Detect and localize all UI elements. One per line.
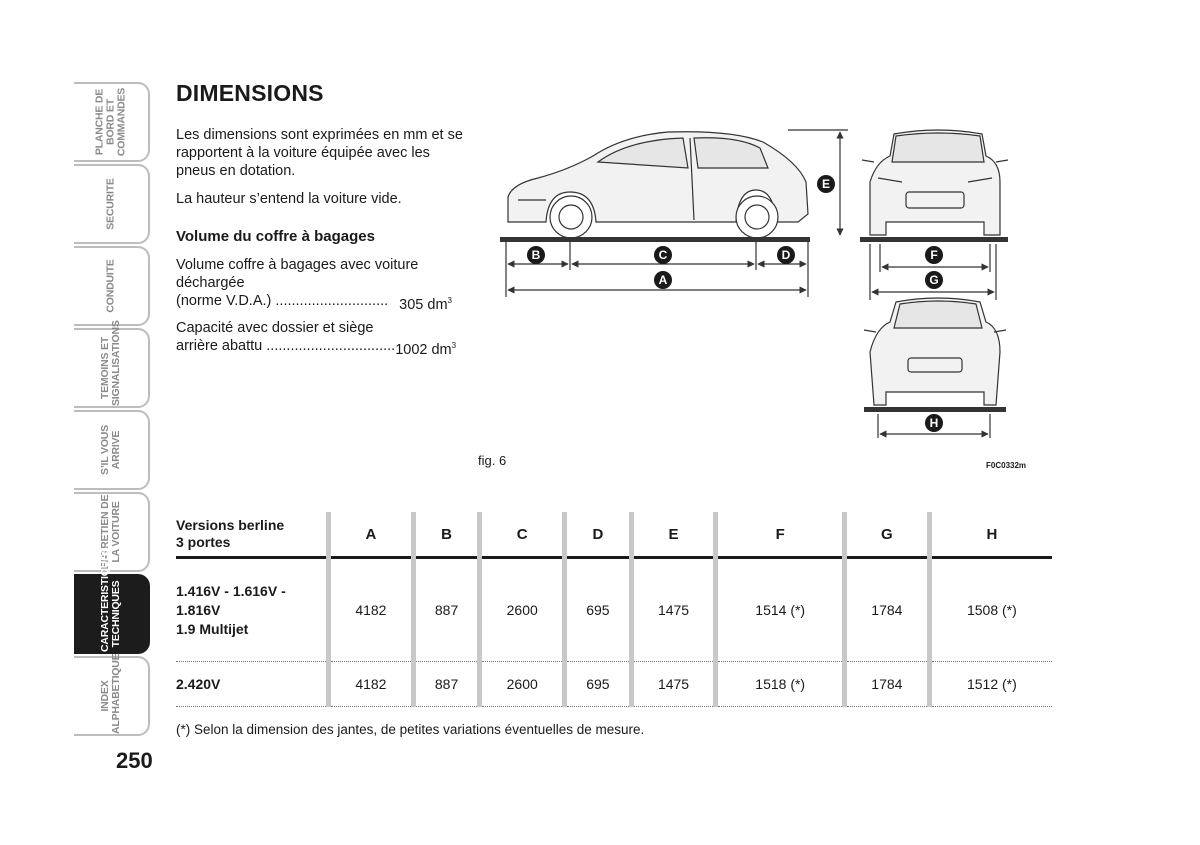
svg-text:F: F: [930, 248, 937, 262]
table-header-row: Versions berline 3 portes A B C D E F G …: [176, 512, 1052, 559]
svg-text:H: H: [930, 416, 939, 430]
dimensions-figure: B C D A E F G H: [498, 122, 1038, 478]
luggage-vda-value: 305 dm: [399, 296, 448, 313]
tab-label: TEMOINS ET SIGNALISATIONS: [99, 320, 122, 406]
luggage-vda-label: (norme V.D.A.) .........................…: [176, 293, 389, 309]
marker-D: D: [777, 246, 795, 264]
table-cell: 2600: [477, 557, 565, 662]
table-cell: 1475: [628, 661, 716, 707]
tab-label: INDEX ALPHABETIQUE: [99, 653, 122, 734]
luggage-folded-label: arrière abattu .........................…: [176, 338, 396, 354]
luggage-vda-value-wrap: 305 dm3: [399, 292, 452, 314]
table-cell: 695: [562, 661, 632, 707]
header-col-C: C: [477, 512, 565, 559]
marker-H: H: [925, 414, 943, 432]
tab-temoins[interactable]: TEMOINS ET SIGNALISATIONS: [74, 320, 150, 408]
tab-planche-de-bord[interactable]: PLANCHE DE BORD ET COMMANDES: [74, 82, 150, 162]
page-title: DIMENSIONS: [176, 80, 324, 106]
row-version-label: 2.420V: [176, 675, 221, 692]
luggage-line: déchargée: [176, 275, 245, 291]
tab-index[interactable]: INDEX ALPHABETIQUE: [74, 653, 150, 736]
car-side-view-icon: [507, 129, 848, 239]
table-cell: 695: [562, 557, 632, 662]
tab-label: SECURITE: [104, 178, 117, 230]
table-row: 1.416V - 1.616V - 1.816V 1.9 Multijet 41…: [176, 557, 1052, 662]
luggage-line: Capacité avec dossier et siège: [176, 320, 374, 336]
marker-A: A: [654, 271, 672, 289]
header-col-H: H: [926, 512, 1052, 559]
marker-E: E: [817, 175, 835, 193]
tab-entretien[interactable]: ENTRETIEN DE LA VOITURE: [74, 492, 150, 572]
table-cell: 887: [410, 557, 480, 662]
table-cell: 2600: [477, 661, 565, 707]
luggage-folded-value: 1002 dm: [395, 341, 452, 358]
header-col-D: D: [562, 512, 632, 559]
tab-securite[interactable]: SECURITE: [74, 164, 150, 244]
tab-conduite[interactable]: CONDUITE: [74, 246, 150, 326]
svg-text:A: A: [659, 273, 668, 287]
svg-text:G: G: [929, 273, 938, 287]
header-col-F: F: [713, 512, 845, 559]
table-cell: 1512 (*): [926, 661, 1052, 707]
marker-G: G: [925, 271, 943, 289]
footnote: (*) Selon la dimension des jantes, de pe…: [176, 722, 645, 737]
table-cell: 1784: [841, 661, 930, 707]
luggage-vda-line: (norme V.D.A.) .........................…: [176, 292, 452, 314]
table-cell: 1514 (*): [713, 557, 845, 662]
figure-code: F0C0332m: [986, 461, 1027, 470]
page-number: 250: [116, 748, 153, 773]
luggage-folded-value-wrap: 1002 dm3: [395, 337, 456, 359]
svg-text:C: C: [659, 248, 668, 262]
table-cell: 4182: [326, 557, 414, 662]
luggage-folded-line: arrière abattu .........................…: [176, 337, 456, 359]
tab-label: CARACTERISTIQUES TECHNIQUES: [99, 547, 122, 652]
luggage-volume-block: Volume coffre à bagages avec voiture déc…: [176, 256, 452, 314]
row-version: 1.416V - 1.616V - 1.816V 1.9 Multijet: [176, 557, 329, 662]
table-cell: 1784: [841, 557, 930, 662]
svg-text:D: D: [782, 248, 791, 262]
table-cell: 887: [410, 661, 480, 707]
row-version: 2.420V: [176, 661, 329, 707]
dimensions-table: Versions berline 3 portes A B C D E F G …: [176, 512, 1052, 707]
intro-paragraph: Les dimensions sont exprimées en mm et s…: [176, 127, 463, 179]
table-row: 2.420V 4182 887 2600 695 1475 1518 (*) 1…: [176, 661, 1052, 707]
header-col-G: G: [841, 512, 930, 559]
header-versions: Versions berline 3 portes: [176, 512, 329, 559]
svg-text:B: B: [532, 248, 541, 262]
luggage-heading: Volume du coffre à bagages: [176, 228, 375, 245]
table-cell: 1518 (*): [713, 661, 845, 707]
tab-sil-vous-arrive[interactable]: S’IL VOUS ARRIVE: [74, 410, 150, 490]
tab-label: CONDUITE: [104, 259, 117, 313]
row-version-label: 1.416V - 1.616V - 1.816V 1.9 Multijet: [176, 582, 286, 637]
header-col-B: B: [410, 512, 480, 559]
height-note: La hauteur s’entend la voiture vide.: [176, 191, 402, 207]
header-col-E: E: [628, 512, 716, 559]
marker-B: B: [527, 246, 545, 264]
figure-caption: fig. 6: [478, 453, 507, 468]
header-col-A: A: [326, 512, 414, 559]
marker-C: C: [654, 246, 672, 264]
car-front-view-icon: [861, 129, 1009, 236]
table-cell: 4182: [326, 661, 414, 707]
header-versions-label: Versions berline 3 portes: [176, 517, 285, 550]
luggage-folded-block: Capacité avec dossier et siège arrière a…: [176, 319, 456, 359]
unit-exponent: 3: [451, 341, 457, 350]
dimensions-drawing: B C D A E F G H: [500, 129, 1009, 438]
car-rear-view-icon: [863, 297, 1007, 406]
tab-label: S’IL VOUS ARRIVE: [99, 425, 122, 475]
marker-F: F: [925, 246, 943, 264]
unit-exponent: 3: [447, 296, 452, 305]
table-cell: 1508 (*): [926, 557, 1052, 662]
tab-caracteristiques[interactable]: CARACTERISTIQUES TECHNIQUES: [74, 547, 150, 654]
tab-label: PLANCHE DE BORD ET COMMANDES: [93, 87, 128, 157]
svg-text:E: E: [822, 177, 830, 191]
table-cell: 1475: [628, 557, 716, 662]
luggage-line: Volume coffre à bagages avec voiture: [176, 257, 419, 273]
chapter-tabs: PLANCHE DE BORD ET COMMANDES SECURITE CO…: [74, 82, 152, 738]
